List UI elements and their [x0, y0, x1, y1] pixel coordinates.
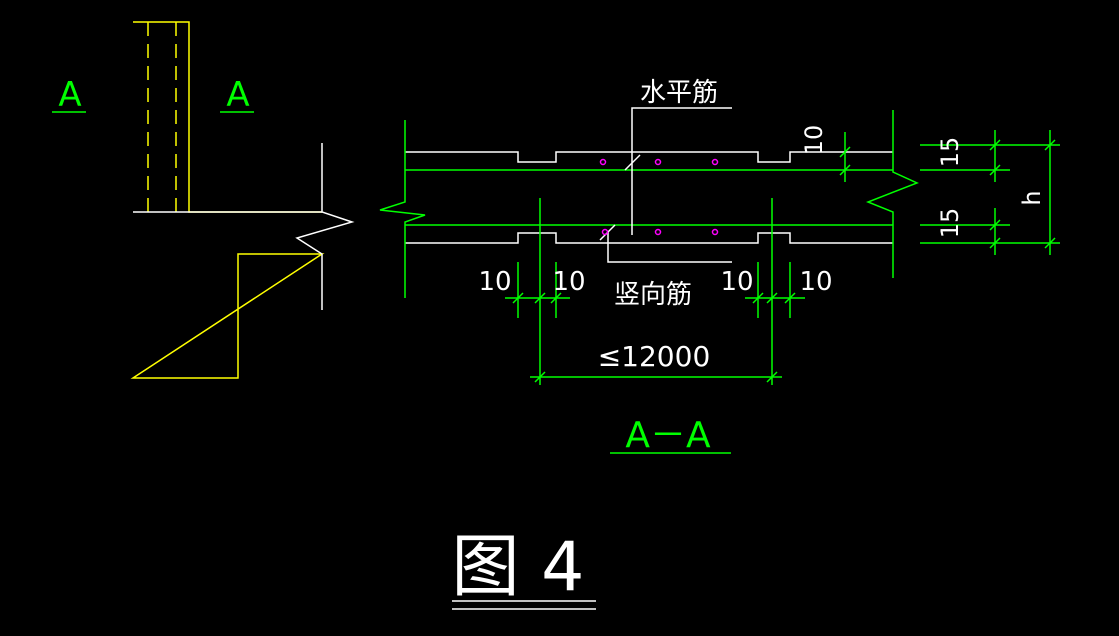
zigzag-break-icon [379, 120, 426, 298]
dim-tick [839, 146, 851, 158]
rebar-dot-icon [654, 158, 662, 166]
wall-elevation [130, 21, 355, 379]
section-mark-right: A [226, 75, 249, 115]
leader-horizontal-rebar [631, 107, 732, 235]
dim-text-top-cover: 10 [800, 125, 828, 156]
rebar-dot-icon [599, 158, 607, 166]
section-marks: A A [52, 75, 254, 115]
rebar-dot-icon [711, 158, 719, 166]
dim-text-right-top: 15 [936, 137, 964, 168]
leader-tick [624, 154, 641, 171]
section-top-face [405, 151, 893, 163]
section-bottom-face [405, 232, 893, 244]
dim-tick [839, 164, 851, 176]
zigzag-break-icon [295, 143, 355, 310]
dim-text-bottom-right-2: 10 [799, 267, 832, 297]
dim-text-right-total: h [1018, 190, 1046, 205]
dim-ticks [512, 292, 796, 383]
dim-text-bottom-left-2: 10 [552, 267, 585, 297]
label-horizontal-rebar: 水平筋 [640, 78, 718, 108]
label-vertical-rebar: 竖向筋 [614, 280, 692, 310]
dim-text-bottom-right-1: 10 [720, 267, 753, 297]
dim-text-span: ≤12000 [598, 340, 711, 373]
section-mark-left: A [58, 75, 81, 115]
section-title: A－A [625, 415, 711, 456]
dim-text-right-bottom: 15 [936, 208, 964, 239]
rebar-dot-icon [711, 228, 719, 236]
figure-title: 图 4 [452, 528, 585, 607]
wall-section [379, 107, 1060, 385]
rebar-dot-icon [601, 228, 609, 236]
dim-text-bottom-left-1: 10 [478, 267, 511, 297]
dim-ticks-right [989, 139, 1056, 249]
zigzag-break-icon [865, 110, 919, 278]
rebar-dot-icon [654, 228, 662, 236]
leader-vertical-rebar [607, 232, 732, 263]
rebar-dots [599, 158, 719, 236]
